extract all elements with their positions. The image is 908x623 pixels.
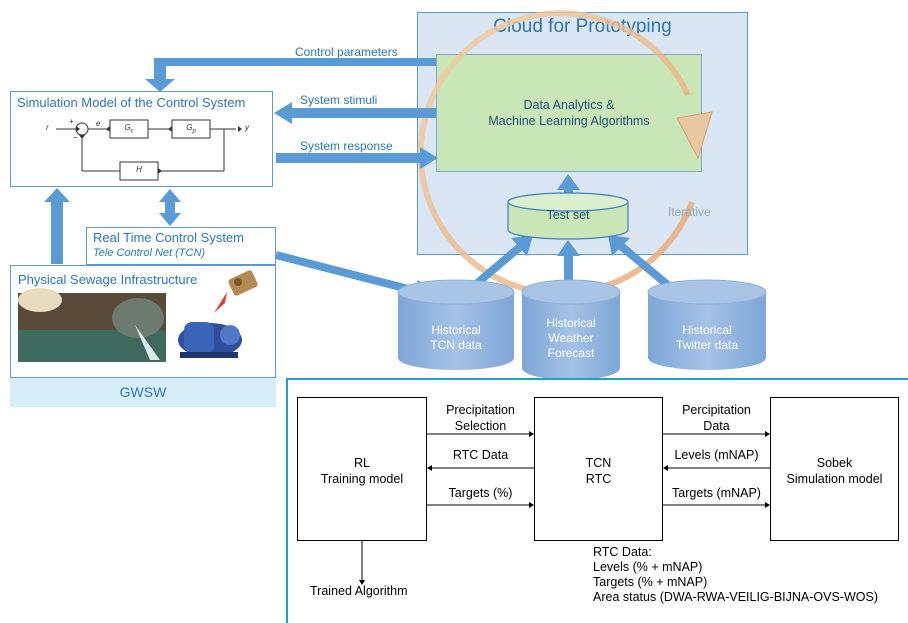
flow-diagram-frame <box>286 378 908 623</box>
sensor-illustration <box>214 270 258 313</box>
rtc-system-title: Real Time Control System <box>93 230 244 245</box>
testset-to-analytics-arrowhead <box>557 174 580 190</box>
simulation-model-box <box>10 91 273 187</box>
control-block-diagram <box>56 119 236 181</box>
db-label-weather-line1: Historical <box>546 316 596 330</box>
rtc-system-subtitle: Tele Control Net (TCN) <box>93 247 206 259</box>
tcn-rtc-box <box>534 397 663 541</box>
control-parameters-label: Control parameters <box>295 45 398 59</box>
block-label-h: H <box>136 165 142 174</box>
test-set-cylinder <box>507 192 629 240</box>
rtc-data-note: RTC Data: Levels (% + mNAP) Targets (% +… <box>593 545 878 605</box>
db-label-weather-line3: Forecast <box>547 346 595 360</box>
rl-line1: RL <box>354 456 370 470</box>
infrastructure-to-simulation-arrow <box>44 188 70 264</box>
analytics-line1: Data Analytics & <box>523 98 615 112</box>
simulation-model-title: Simulation Model of the Control System <box>17 95 246 110</box>
db-label-tcn-line2: TCN data <box>430 338 482 352</box>
percip-data-line2: Data <box>703 419 730 433</box>
iterative-label: Iterative <box>668 205 711 219</box>
db-cylinder-weather <box>521 279 621 380</box>
rtc-system-box <box>86 227 276 265</box>
db-label-tcn-line1: Historical <box>431 323 481 337</box>
block-label-r: r <box>46 123 49 132</box>
rl-training-label: RL Training model <box>297 455 427 487</box>
infrastructure-title: Physical Sewage Infrastructure <box>18 272 198 287</box>
levels-mnap-label: Levels (mNAP) <box>674 448 759 462</box>
analytics-box <box>436 54 702 172</box>
control-parameters-arrow <box>145 58 436 92</box>
sewer-tunnel-photo <box>18 288 166 362</box>
db-label-weather: Historical Weather Forecast <box>522 316 620 361</box>
gwsw-footer <box>10 377 276 407</box>
analytics-label: Data Analytics & Machine Learning Algori… <box>436 97 702 129</box>
rtc-note-line2: Levels (% + mNAP) <box>593 560 703 574</box>
tcn-rtc-label: TCN RTC <box>534 455 663 487</box>
block-label-plus: + <box>69 117 74 126</box>
db-cylinder-twitter <box>647 279 767 370</box>
targets-mnap-label: Targets (mNAP) <box>672 486 761 500</box>
system-stimuli-label: System stimuli <box>300 93 378 107</box>
trained-algorithm-label: Trained Algorithm <box>310 584 408 598</box>
block-label-gc-main: G <box>124 123 131 132</box>
control-block-arrowheads <box>76 126 242 174</box>
rtc-note-line3: Targets (% + mNAP) <box>593 575 708 589</box>
sobek-label: Sobek Simulation model <box>770 455 899 487</box>
sobek-line1: Sobek <box>816 456 853 470</box>
analytics-line2: Machine Learning Algorithms <box>488 114 650 128</box>
block-label-y: y <box>245 123 249 132</box>
db-label-twitter-line1: Historical <box>682 323 732 337</box>
gwsw-label: GWSW <box>119 384 167 400</box>
db-label-twitter: Historical Twitter data <box>648 323 766 353</box>
sobek-line2: Simulation model <box>786 472 883 486</box>
precipitation-selection-label: Precipitation Selection <box>427 402 534 434</box>
system-response-arrow <box>276 147 438 169</box>
db-label-twitter-line2: Twitter data <box>675 338 739 352</box>
block-label-e: e <box>96 119 101 128</box>
targets-pct-label: Targets (%) <box>448 486 513 500</box>
block-label-gp-sub: p <box>192 128 196 135</box>
block-label-gc: Gc <box>110 123 148 135</box>
percipitation-data-label: Percipitation Data <box>663 402 770 434</box>
system-stimuli-arrow <box>274 102 436 124</box>
weather-to-testset-arrow <box>564 253 573 297</box>
twitter-to-testset-arrowhead <box>608 235 630 256</box>
tcn-line1: TCN <box>585 456 612 470</box>
weather-to-testset-arrowhead <box>557 240 580 256</box>
block-label-minus: − <box>73 133 78 142</box>
precip-selection-line2: Selection <box>454 419 507 433</box>
tcn-line2: RTC <box>585 472 612 486</box>
percip-data-line1: Percipitation <box>682 403 751 417</box>
rl-training-box <box>297 397 427 541</box>
rtc-to-tcn-data-arrow <box>275 251 421 296</box>
rtc-note-line1: RTC Data: <box>593 545 652 559</box>
block-label-gp-main: G <box>186 123 193 132</box>
sobek-box <box>770 397 899 541</box>
flow-arrows <box>359 431 770 585</box>
db-cylinder-tcn <box>397 279 515 370</box>
test-set-label: Test set <box>546 208 590 222</box>
db-label-tcn: Historical TCN data <box>398 323 514 353</box>
rl-line2: Training model <box>320 472 404 486</box>
rtc-data-label: RTC Data <box>452 448 509 462</box>
system-response-label: System response <box>300 139 393 153</box>
tcn-to-testset-arrowhead <box>511 235 533 256</box>
db-label-weather-line2: Weather <box>548 331 594 345</box>
pump-illustration <box>172 312 250 362</box>
simulation-rtc-double-arrow <box>159 189 181 226</box>
precip-selection-line1: Precipitation <box>446 403 515 417</box>
block-label-gp: Gp <box>172 123 210 135</box>
rtc-note-line4: Area status (DWA-RWA-VEILIG-BIJNA-OVS-WO… <box>593 590 878 604</box>
block-label-gc-sub: c <box>130 128 134 135</box>
